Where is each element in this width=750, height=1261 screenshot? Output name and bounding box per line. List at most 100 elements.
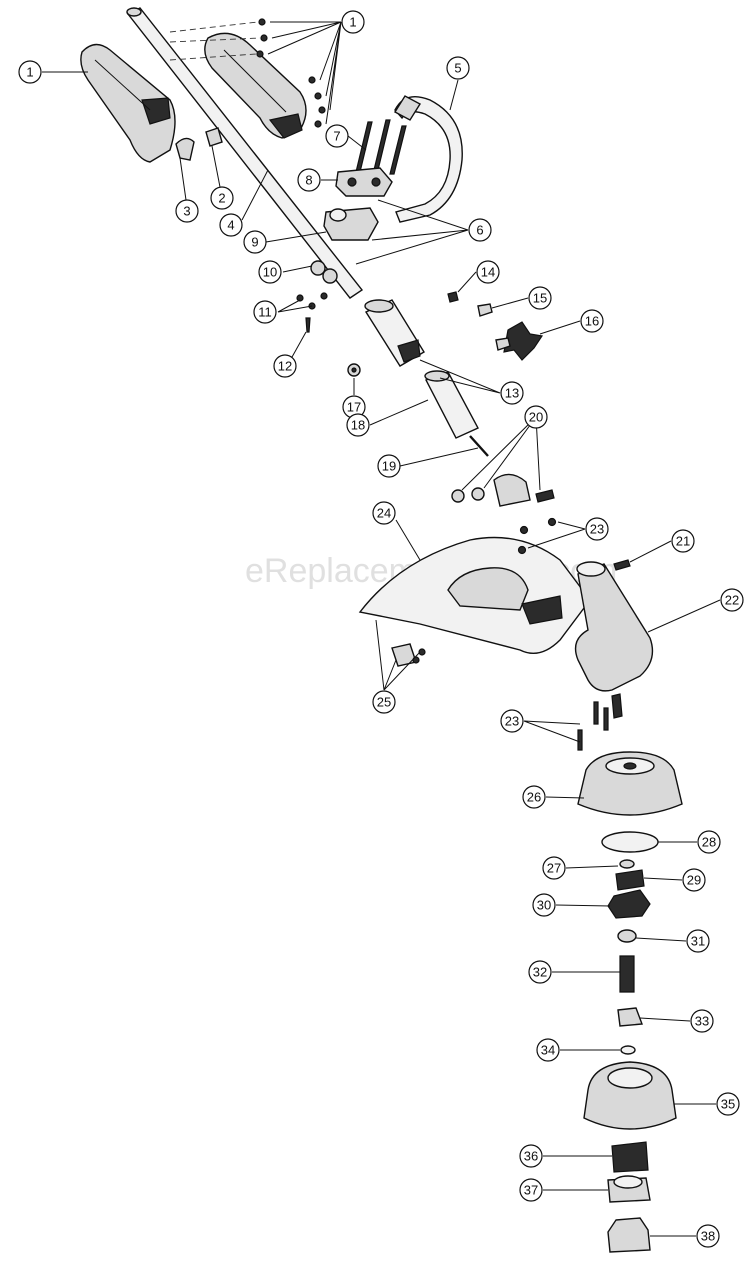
callout-label: 1 (26, 65, 33, 80)
callout-31: 31 (686, 929, 710, 953)
head-screw (613, 559, 631, 571)
callout-label: 5 (454, 61, 461, 76)
callout-label: 10 (263, 265, 277, 280)
circlip (620, 1045, 636, 1055)
callout-29: 29 (682, 868, 706, 892)
callout-label: 30 (537, 898, 551, 913)
callout-label: 37 (524, 1183, 538, 1198)
callout-23-top: 23 (585, 517, 609, 541)
clamp-nuts (310, 260, 338, 284)
callout-9: 9 (243, 230, 267, 254)
debris-guard (358, 536, 591, 654)
clamp-lower (323, 207, 379, 241)
collar (607, 1175, 651, 1203)
callout-6: 6 (468, 218, 492, 242)
callout-label: 38 (701, 1229, 715, 1244)
callout-label: 9 (251, 235, 258, 250)
callout-label: 4 (227, 218, 234, 233)
callout-label: 24 (377, 506, 391, 521)
callout-20: 20 (524, 405, 548, 429)
callout-15: 15 (528, 286, 552, 310)
callout-label: 3 (183, 204, 190, 219)
callout-label: 23 (590, 522, 604, 537)
callout-32: 32 (528, 960, 552, 984)
drive-cable (469, 435, 489, 457)
guard-screws-bottom (577, 701, 609, 751)
o-ring (601, 831, 659, 853)
callout-label: 25 (377, 695, 391, 710)
callout-7: 7 (325, 124, 349, 148)
callout-label: 31 (691, 934, 705, 949)
callout-label: 35 (721, 1097, 735, 1112)
callout-22: 22 (720, 588, 744, 612)
main-spring (619, 955, 635, 993)
callout-label: 15 (533, 291, 547, 306)
shaft-clamp (451, 473, 555, 507)
callout-14: 14 (476, 260, 500, 284)
callout-25: 25 (372, 690, 396, 714)
callout-36: 36 (519, 1144, 543, 1168)
callout-label: 33 (695, 1014, 709, 1029)
callout-label: 27 (547, 861, 561, 876)
callout-11: 11 (253, 300, 277, 324)
callout-2: 2 (210, 186, 234, 210)
handle-grip-right (204, 32, 307, 139)
callout-37: 37 (519, 1178, 543, 1202)
guard-screws-top (517, 517, 557, 555)
handle-grip-left (80, 43, 176, 163)
callout-label: 14 (481, 265, 495, 280)
handle-screws (169, 18, 326, 128)
callout-label: 18 (351, 418, 365, 433)
callout-label: 13 (505, 386, 519, 401)
callout-23-bottom: 23 (500, 709, 524, 733)
callout-label: 2 (218, 191, 225, 206)
callout-1b: 1 (18, 60, 42, 84)
retainer (617, 929, 637, 943)
callout-label: 36 (524, 1149, 538, 1164)
callout-label: 22 (725, 593, 739, 608)
callout-label: 19 (382, 459, 396, 474)
callout-label: 32 (533, 965, 547, 980)
coupler-tube (364, 299, 425, 367)
small-washer (619, 859, 635, 869)
callout-3: 3 (175, 199, 199, 223)
callout-21: 21 (671, 529, 695, 553)
gear-head (574, 561, 654, 719)
small-screws (296, 292, 328, 333)
callout-33: 33 (690, 1009, 714, 1033)
callout-16: 16 (580, 309, 604, 333)
callout-27: 27 (542, 856, 566, 880)
line-cutter-blade (391, 643, 426, 667)
callout-19: 19 (377, 454, 401, 478)
callout-label: 6 (476, 223, 483, 238)
callout-28: 28 (697, 830, 721, 854)
callout-1a: 1 (341, 10, 365, 34)
callout-label: 21 (676, 534, 690, 549)
callout-4: 4 (219, 213, 243, 237)
callout-26: 26 (522, 785, 546, 809)
callout-30: 30 (532, 893, 556, 917)
callout-label: 34 (541, 1043, 555, 1058)
cushion-tube (424, 370, 479, 439)
tap-knob (607, 1217, 651, 1253)
clamp-upper (335, 167, 393, 197)
callout-38: 38 (696, 1224, 720, 1248)
callout-12: 12 (273, 354, 297, 378)
coupler-screw (447, 291, 493, 317)
callout-label: 28 (702, 835, 716, 850)
leader-lines (42, 21, 721, 1237)
callout-label: 16 (585, 314, 599, 329)
callout-label: 17 (347, 400, 361, 415)
callout-8: 8 (297, 168, 321, 192)
callout-label: 1 (349, 15, 356, 30)
callout-label: 11 (258, 305, 272, 320)
star-knob (495, 321, 544, 361)
trigger-parts (175, 127, 223, 161)
line-spool (583, 1061, 677, 1130)
callout-5: 5 (446, 56, 470, 80)
small-spring (615, 869, 645, 891)
callout-34: 34 (536, 1038, 560, 1062)
callout-label: 20 (529, 410, 543, 425)
callout-24: 24 (372, 501, 396, 525)
callout-label: 29 (687, 873, 701, 888)
